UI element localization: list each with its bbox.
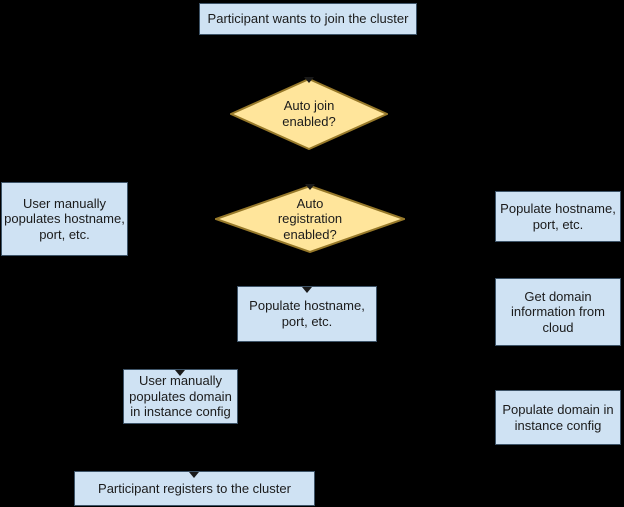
node-user-manually-populates-domain: User manually populates domain in instan… xyxy=(123,369,238,424)
node-get-domain-information: Get domain information from cloud xyxy=(495,278,621,346)
arrowhead-remnant xyxy=(305,184,315,190)
node-populate-hostname-right: Populate hostname, port, etc. xyxy=(495,191,621,242)
arrowhead-remnant xyxy=(304,77,314,83)
node-participant-wants-to-join: Participant wants to join the cluster xyxy=(199,3,417,35)
node-auto-join-decision: Auto join enabled? xyxy=(230,78,388,150)
node-user-manually-populates-hostname: User manually populates hostname, port, … xyxy=(1,182,128,256)
node-auto-registration-decision: Auto registration enabled? xyxy=(215,185,405,253)
arrowhead-remnant xyxy=(302,287,312,293)
decision-label: Auto join enabled? xyxy=(282,98,336,129)
decision-diamond-shape xyxy=(230,78,388,150)
node-populate-domain: Populate domain in instance config xyxy=(495,390,621,445)
arrowhead-remnant xyxy=(175,370,185,376)
decision-diamond-shape xyxy=(215,185,405,253)
arrowhead-remnant xyxy=(189,472,199,478)
decision-label: Auto registration enabled? xyxy=(277,195,343,242)
node-populate-hostname-mid: Populate hostname, port, etc. xyxy=(237,286,377,342)
